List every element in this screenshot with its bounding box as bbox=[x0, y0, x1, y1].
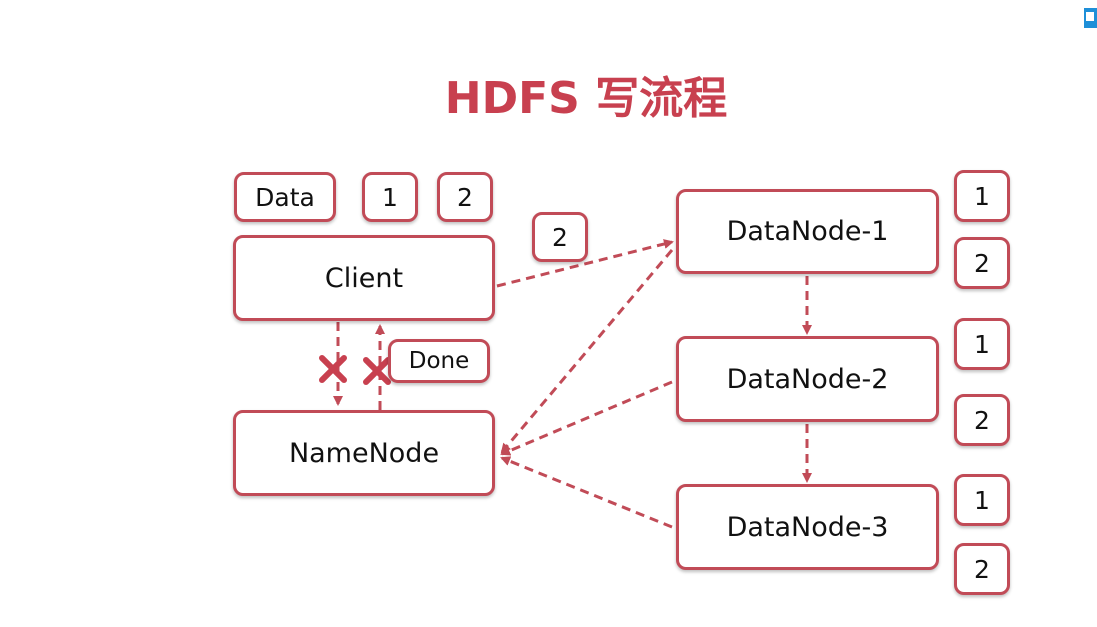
data-file-box: Data bbox=[234, 172, 336, 222]
datanode-2-box: DataNode-2 bbox=[676, 336, 939, 422]
client-label: Client bbox=[324, 262, 404, 294]
arrow-datanode3-to-namenode bbox=[500, 456, 673, 529]
client-block-1: 1 bbox=[362, 172, 418, 222]
client-block-2-label: 2 bbox=[457, 182, 473, 212]
arrow-datanode2-to-namenode bbox=[500, 380, 673, 456]
data-file-label: Data bbox=[255, 182, 315, 212]
datanode-2-label: DataNode-2 bbox=[726, 363, 889, 395]
done-label: Done bbox=[408, 348, 470, 374]
datanode-1-block-2-label: 2 bbox=[974, 248, 990, 278]
datanode-2-block-2: 2 bbox=[954, 394, 1010, 446]
done-box: Done bbox=[388, 339, 490, 383]
datanode-2-block-1: 1 bbox=[954, 318, 1010, 370]
datanode-1-box: DataNode-1 bbox=[676, 189, 939, 274]
arrow-datanode1-to-namenode bbox=[500, 249, 674, 454]
failed-x-icon-1 bbox=[319, 355, 347, 383]
client-block-2: 2 bbox=[437, 172, 493, 222]
datanode-3-box: DataNode-3 bbox=[676, 484, 939, 570]
datanode-3-block-2: 2 bbox=[954, 543, 1010, 595]
namenode-label: NameNode bbox=[288, 437, 440, 469]
datanode-2-block-2-label: 2 bbox=[974, 405, 990, 435]
sending-block-2: 2 bbox=[532, 212, 588, 262]
datanode-3-block-2-label: 2 bbox=[974, 554, 990, 584]
namenode-box: NameNode bbox=[233, 410, 495, 496]
client-box: Client bbox=[233, 235, 495, 321]
sending-block-2-label: 2 bbox=[552, 222, 568, 252]
datanode-1-label: DataNode-1 bbox=[726, 216, 889, 247]
datanode-3-block-1-label: 1 bbox=[974, 485, 990, 515]
datanode-3-block-1: 1 bbox=[954, 474, 1010, 526]
diagram-title: HDFS 写流程 bbox=[444, 73, 728, 124]
corner-marker-icon bbox=[1084, 8, 1097, 28]
datanode-1-block-1: 1 bbox=[954, 170, 1010, 222]
datanode-3-label: DataNode-3 bbox=[726, 511, 889, 543]
datanode-1-block-2: 2 bbox=[954, 237, 1010, 289]
datanode-2-block-1-label: 1 bbox=[974, 329, 990, 359]
arrow-client-to-datanode1 bbox=[496, 239, 674, 288]
datanode-1-block-1-label: 1 bbox=[974, 181, 990, 211]
failed-x-icon-2 bbox=[363, 357, 391, 385]
client-block-1-label: 1 bbox=[382, 182, 398, 212]
